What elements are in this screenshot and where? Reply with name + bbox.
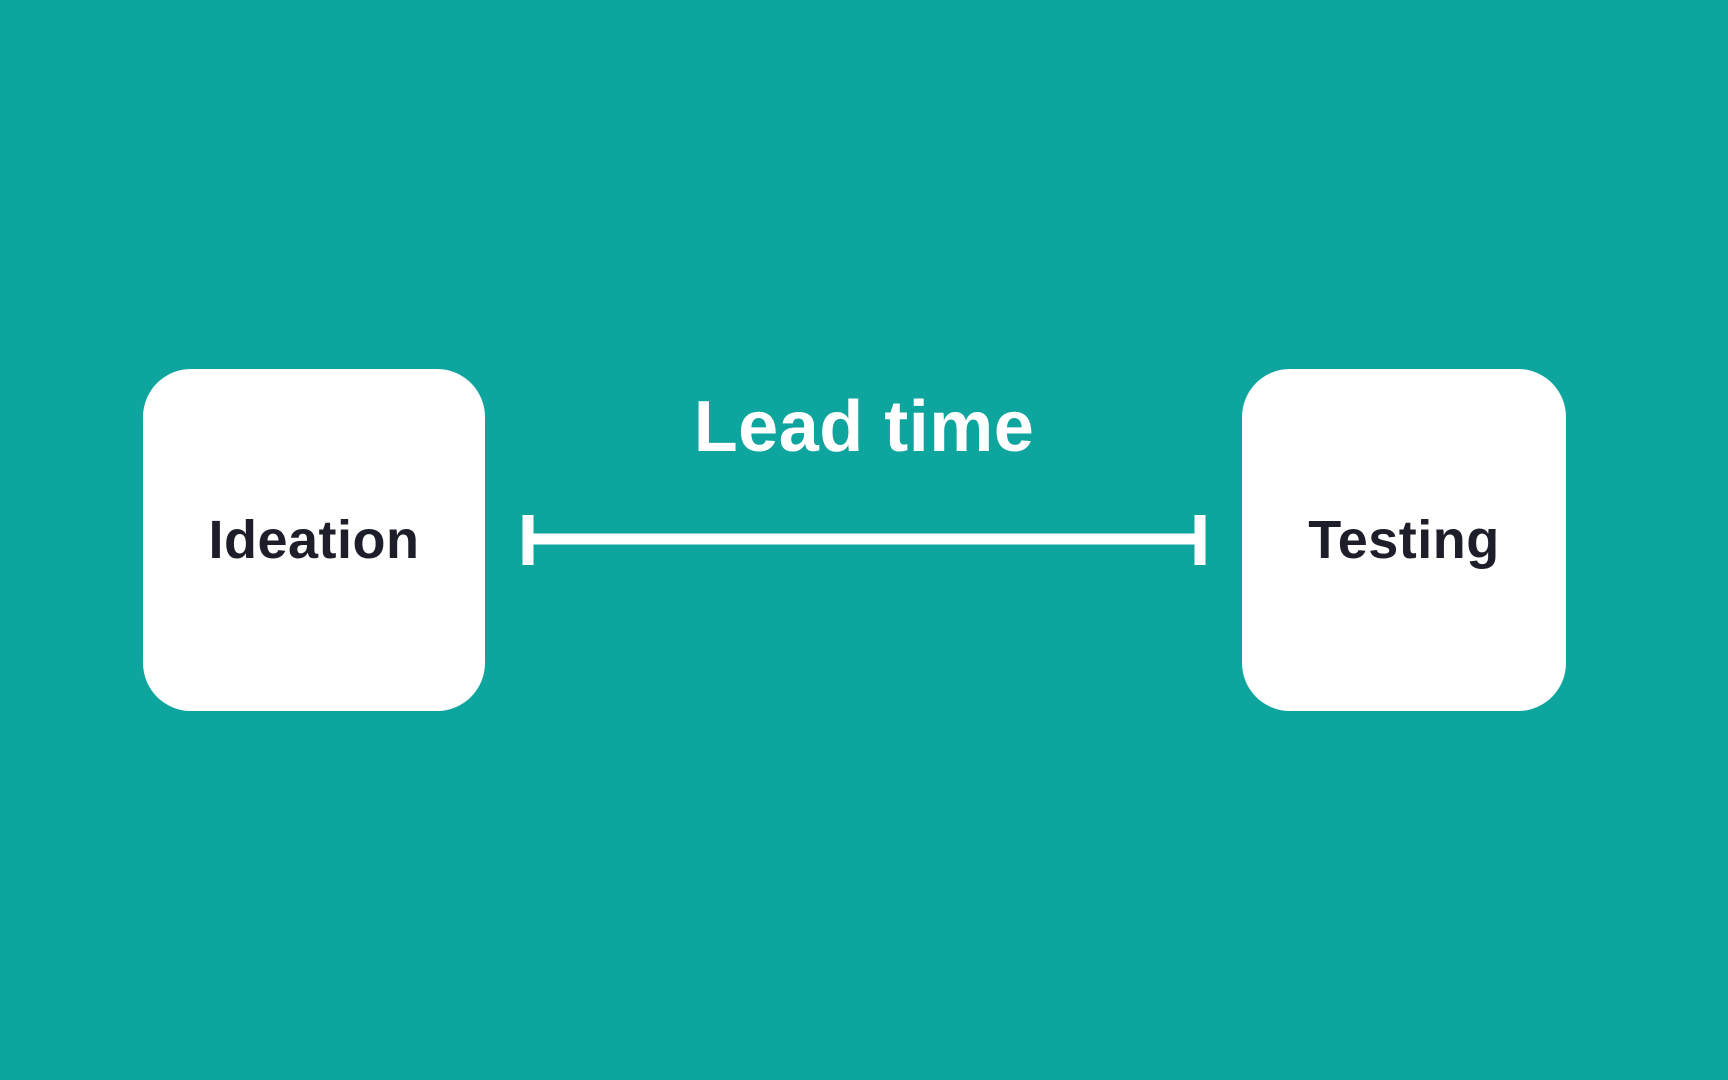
ideation-node: Ideation [143,369,485,711]
lead-time-label: Lead time [693,387,1035,467]
testing-node: Testing [1242,369,1566,711]
ideation-label: Ideation [208,510,420,570]
testing-label: Testing [1308,510,1500,570]
